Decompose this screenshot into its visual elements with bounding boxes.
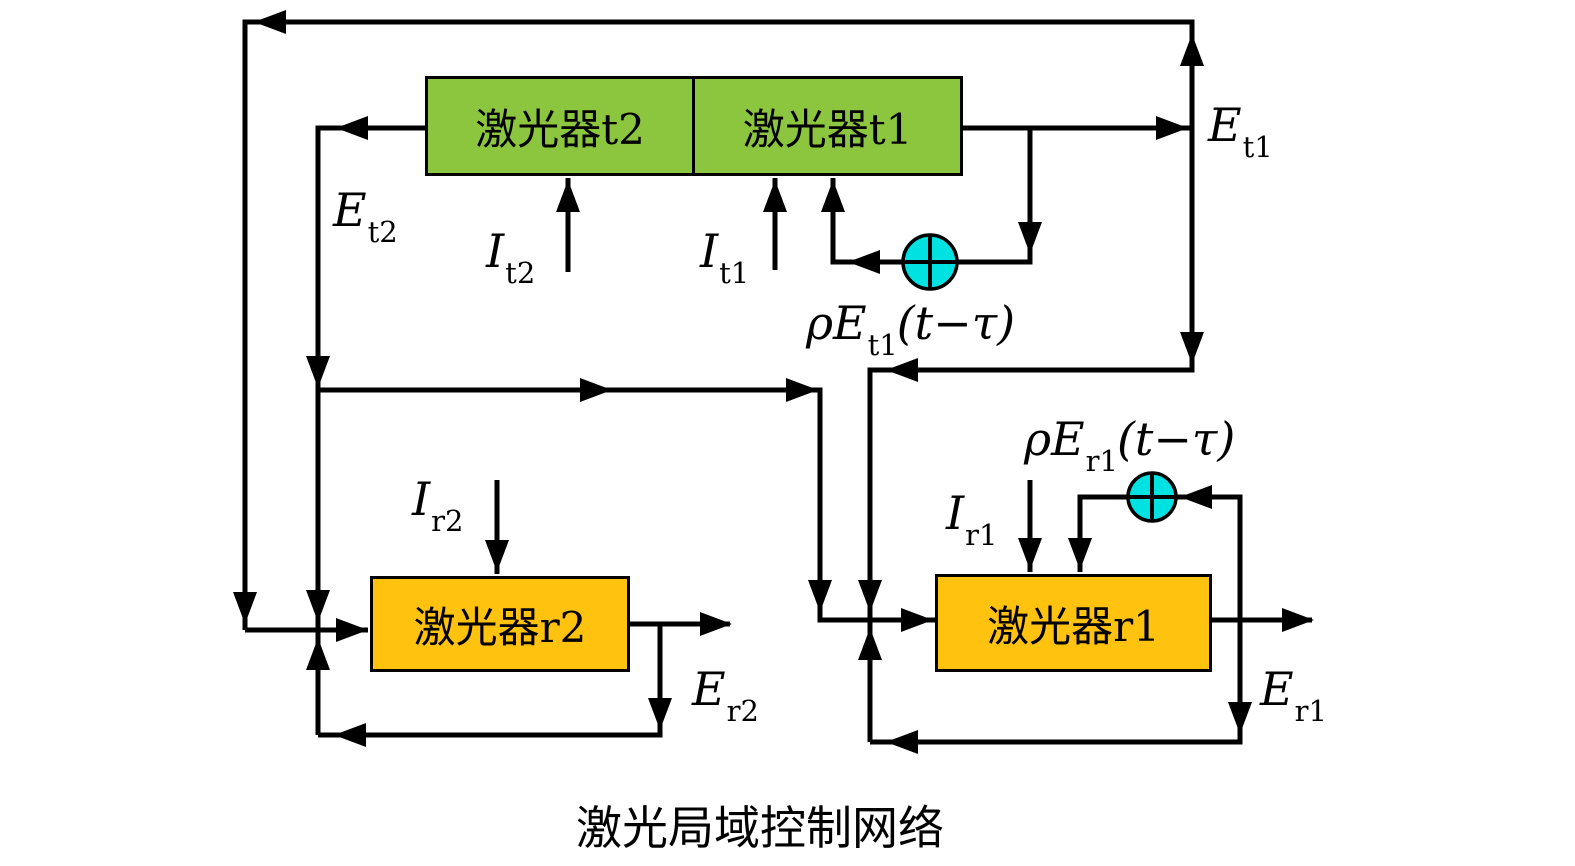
arrow-right-icon: [336, 618, 368, 642]
label-E-r2: Er2: [692, 662, 759, 726]
laser-r1-box: 激光器r1: [935, 574, 1212, 672]
connector-r1-feedback: [870, 620, 1243, 745]
label-E-t2-sub: t2: [367, 215, 398, 250]
laser-t2-box: 激光器t2: [425, 76, 695, 176]
laser-t1-box: 激光器t1: [692, 76, 963, 176]
arrowheads: [233, 10, 1314, 754]
arrow-left-icon: [254, 10, 286, 34]
label-E-r2-var: E: [692, 662, 726, 716]
laser-r1-label: 激光器r1: [987, 601, 1160, 651]
label-E-t1-sub: t1: [1242, 130, 1273, 165]
arrow-up-icon: [556, 180, 580, 212]
arrow-down-icon: [1068, 538, 1092, 570]
arrow-right-icon: [700, 612, 732, 636]
arrow-right-icon: [786, 378, 818, 402]
label-I-t1: It1: [700, 224, 749, 288]
label-E-t2-var: E: [333, 183, 367, 237]
label-rho-E-t1-post: (t−τ): [896, 296, 1016, 350]
arrow-right-icon: [901, 608, 933, 632]
label-rho-E-r1-pre: ρE: [1024, 412, 1085, 466]
label-I-t2: It2: [486, 224, 535, 288]
arrow-left-icon: [334, 723, 366, 747]
label-I-r1-var: I: [946, 486, 965, 540]
label-rho-E-t1-pre: ρE: [806, 296, 867, 350]
laser-t2-label: 激光器t2: [475, 104, 645, 154]
label-rho-E-t1-delay: ρEt1(t−τ): [806, 296, 1016, 360]
connector-outer-loop: [242, 19, 1195, 742]
arrow-right-icon: [1282, 608, 1314, 632]
label-I-t1-sub: t1: [719, 256, 750, 291]
arrow-down-icon: [648, 698, 672, 730]
arrow-up-icon: [858, 628, 882, 660]
arrow-down-icon: [306, 356, 330, 388]
label-E-r1-var: E: [1260, 662, 1294, 716]
laser-r2-label: 激光器r2: [413, 602, 587, 652]
label-I-t2-sub: t2: [505, 256, 536, 291]
arrow-down-icon: [1018, 538, 1042, 570]
arrow-down-icon: [233, 592, 257, 624]
label-E-t2: Et2: [333, 183, 398, 247]
label-I-r2-var: I: [412, 472, 431, 526]
label-E-t1-var: E: [1208, 98, 1242, 152]
arrow-left-icon: [886, 358, 918, 382]
adder2-plus-circle-icon: [1126, 471, 1178, 523]
label-E-r1-sub: r1: [1294, 694, 1327, 729]
arrow-left-icon: [336, 116, 368, 140]
label-rho-E-t1-sub: t1: [867, 328, 898, 363]
label-I-r1: Ir1: [946, 486, 998, 550]
arrow-left-icon: [848, 250, 880, 274]
connector-adder1-out: [830, 178, 903, 265]
label-I-t2-var: I: [486, 224, 505, 278]
arrow-left-icon: [1180, 485, 1212, 509]
label-rho-E-r1-delay: ρEr1(t−τ): [1024, 412, 1236, 476]
arrow-left-icon: [886, 730, 918, 754]
label-I-r2-sub: r2: [431, 504, 464, 539]
arrow-down-icon: [808, 580, 832, 612]
arrow-down-icon: [485, 540, 509, 572]
arrow-down-icon: [1228, 702, 1252, 734]
label-I-r2: Ir2: [412, 472, 464, 536]
arrow-down-icon: [306, 590, 330, 622]
connector-mid-to-r1: [318, 387, 935, 623]
diagram-title: 激光局域控制网络: [576, 801, 944, 855]
arrow-up-icon: [306, 638, 330, 670]
arrow-up-icon: [763, 180, 787, 212]
label-rho-E-r1-sub: r1: [1085, 444, 1118, 479]
label-I-t1-var: I: [700, 224, 719, 278]
connector-adder2-out: [1077, 494, 1128, 572]
connector-adder1-in: [957, 128, 1033, 265]
label-I-r1-sub: r1: [965, 518, 998, 553]
label-rho-E-r1-post: (t−τ): [1116, 412, 1236, 466]
arrow-up-icon: [1180, 34, 1204, 66]
label-E-t1: Et1: [1208, 98, 1273, 162]
label-E-r2-sub: r2: [726, 694, 759, 729]
adder1-plus-circle-icon: [901, 233, 959, 291]
arrow-up-icon: [821, 180, 845, 212]
laser-r2-box: 激光器r2: [370, 576, 630, 672]
arrow-down-icon: [1018, 222, 1042, 254]
arrow-down-icon: [1180, 332, 1204, 364]
arrow-down-icon: [858, 580, 882, 612]
arrow-right-icon: [580, 378, 612, 402]
laser-t1-label: 激光器t1: [742, 104, 913, 154]
label-E-r1: Er1: [1260, 662, 1327, 726]
connector-r2-feedback: [318, 624, 663, 738]
connector-et2-line: [315, 125, 425, 735]
arrow-right-icon: [1156, 116, 1188, 140]
